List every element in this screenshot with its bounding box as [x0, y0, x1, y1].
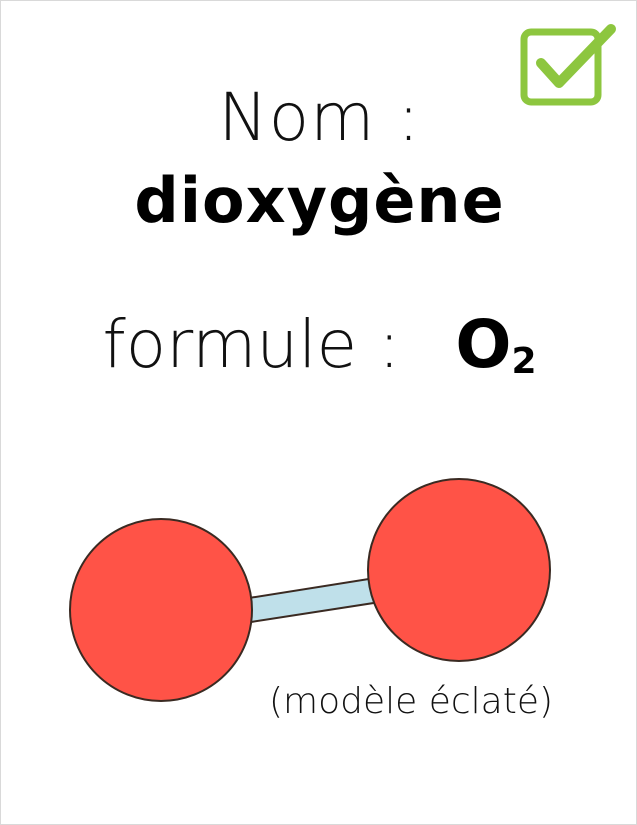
oxygen-atom-right	[367, 478, 551, 662]
chemical-formula: O2	[455, 306, 536, 383]
formula-symbol: O	[455, 306, 512, 383]
model-caption: (modèle éclaté)	[269, 681, 554, 722]
formula-subscript: 2	[511, 341, 537, 382]
molecule-model	[69, 478, 551, 702]
molecule-name: dioxygène	[134, 164, 505, 237]
formula-label: formule :	[102, 306, 401, 383]
formula-row: formule : O2	[1, 306, 637, 383]
oxygen-atom-left	[69, 518, 253, 702]
name-label: Nom :	[218, 79, 421, 156]
checkbox-checked-icon	[520, 24, 616, 106]
bond	[244, 576, 382, 624]
